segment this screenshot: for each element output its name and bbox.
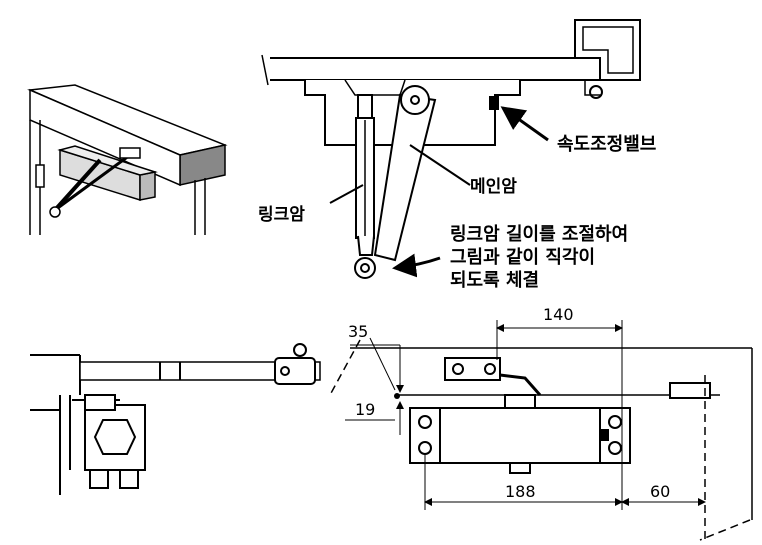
dimension-60: 60 <box>650 482 670 501</box>
dimension-188: 188 <box>505 482 536 501</box>
instruction-line-1: 링크암 길이를 조절하여 <box>450 223 628 245</box>
dimension-lines <box>345 320 706 510</box>
main-arm-label: 메인암 <box>470 177 517 197</box>
side-view <box>30 343 321 495</box>
speed-valve-label: 속도조정밸브 <box>557 134 656 155</box>
top-elevation-view <box>261 19 641 279</box>
plan-view <box>329 339 753 541</box>
link-arm-label: 링크암 <box>258 205 305 225</box>
instruction-line-2: 그림과 같이 직각이 <box>450 247 595 268</box>
isometric-door-closer-view <box>27 84 228 235</box>
dimension-35: 35 <box>348 322 368 341</box>
top-view-label-pointers <box>329 106 549 278</box>
instruction-line-3: 되도록 체결 <box>450 270 539 291</box>
dimension-19: 19 <box>355 400 375 419</box>
dimension-140: 140 <box>543 305 574 324</box>
